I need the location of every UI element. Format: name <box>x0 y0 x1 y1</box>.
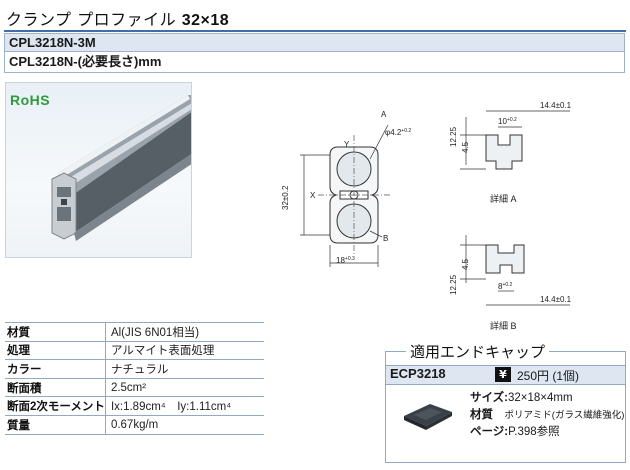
spec-value: ナチュラル <box>104 359 264 379</box>
spec-label: カラー <box>5 359 106 379</box>
spec-value: Al(JIS 6N01相当) <box>104 322 264 342</box>
width-dim: 18+0.3 <box>336 256 355 265</box>
yen-icon: ¥ <box>495 367 511 382</box>
endcap-code: ECP3218 <box>390 366 446 381</box>
endcap-page: ページ:P.398参照 <box>470 426 560 438</box>
endcap-size: サイズ:32×18×4mm <box>470 392 573 404</box>
detail-a-marker: A <box>381 110 387 119</box>
spec-row: カラーナチュラル <box>5 359 264 379</box>
height-dim: 32±0.2 <box>281 185 290 210</box>
spec-label: 断面積 <box>5 378 106 398</box>
detail-b-label: 詳細 B <box>490 320 517 331</box>
spec-label: 断面2次モーメント <box>5 396 106 416</box>
rohs-badge: RoHS <box>10 92 51 108</box>
spec-value: 0.67kg/m <box>104 415 264 435</box>
endcap-title: 適用エンドキャップ <box>406 341 550 362</box>
endcap-info: サイズ:32×18×4mm 材質 ポリアミド(ガラス繊維強化) ページ:P.39… <box>470 390 624 441</box>
detail-b-depth: 4.5 <box>461 258 470 270</box>
product-code-custom: CPL3218N-(必要長さ)mm <box>4 52 625 73</box>
spec-label: 材質 <box>5 322 106 342</box>
technical-drawing: 32±0.2 18+0.3 Y X A B φ4.2+0.2 14.4±0.1 … <box>281 101 572 331</box>
spec-value: Ix:1.89cm⁴ Iy:1.11cm⁴ <box>104 396 264 416</box>
detail-a-height: 12.25 <box>449 126 458 147</box>
detail-a-label: 詳細 A <box>490 193 517 204</box>
spec-value: アルマイト表面処理 <box>104 341 264 361</box>
title-rule <box>4 30 626 32</box>
detail-b-slot: 8+0.2 <box>498 282 513 291</box>
detail-a-slot: 10+0.2 <box>498 117 517 126</box>
page-title: クランプ プロファイル 32×18 <box>6 6 229 30</box>
detail-a-depth: 4.5 <box>461 141 470 153</box>
detail-b-width: 14.4±0.1 <box>540 295 572 304</box>
title-size: 32×18 <box>181 12 230 29</box>
profile-photo-drawing <box>51 95 191 241</box>
endcap-image <box>404 404 452 430</box>
axis-y-label: Y <box>344 140 350 149</box>
detail-b-height: 12.25 <box>449 274 458 295</box>
title-prefix: クランプ プロファイル <box>6 10 182 29</box>
detail-b-marker: B <box>383 234 388 243</box>
product-code-fixed: CPL3218N-3M <box>4 33 625 52</box>
endcap-material: 材質 ポリアミド(ガラス繊維強化) <box>470 409 625 421</box>
spec-label: 処理 <box>5 341 106 361</box>
hole-dia: φ4.2+0.2 <box>385 128 411 137</box>
axis-x-label: X <box>310 191 316 200</box>
product-photo <box>5 82 192 258</box>
spec-label: 質量 <box>5 415 106 435</box>
spec-row: 処理アルマイト表面処理 <box>5 341 264 361</box>
spec-value: 2.5cm² <box>104 378 264 398</box>
endcap-price: 250円 (1個) <box>517 369 580 383</box>
detail-a-width: 14.4±0.1 <box>540 101 572 110</box>
